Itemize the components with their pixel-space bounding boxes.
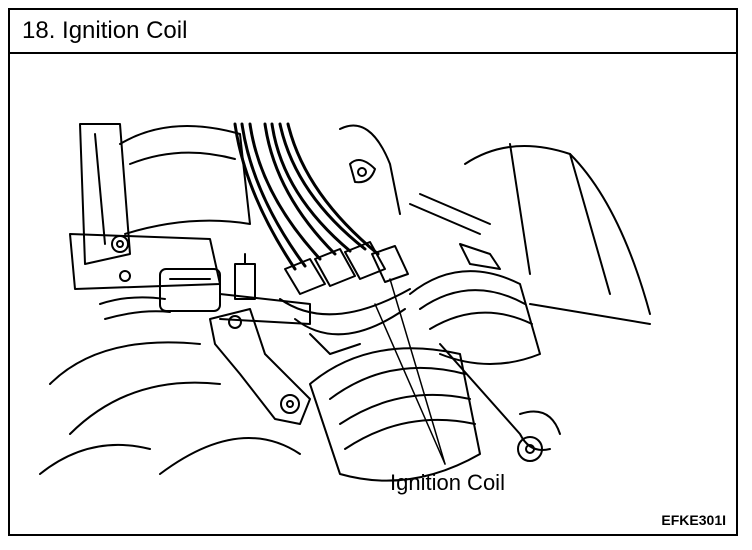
section-title: 18. Ignition Coil	[10, 10, 736, 54]
intake-manifold	[69, 123, 251, 290]
lower-manifold	[39, 341, 301, 475]
throttle-body	[99, 253, 311, 325]
ignition-coil-label: Ignition Coil	[390, 470, 505, 495]
engine-block	[339, 124, 651, 325]
figure-code: EFKE301I	[661, 512, 726, 528]
wiring-harness	[233, 122, 380, 271]
mounting-bracket	[209, 308, 311, 425]
coil-connectors	[279, 241, 411, 355]
figure-frame: 18. Ignition Coil	[8, 8, 738, 536]
callout-leader-line	[374, 303, 446, 465]
callout-leader-line-2	[389, 278, 446, 465]
intake-hose	[309, 243, 561, 482]
engine-diagram	[39, 122, 651, 482]
